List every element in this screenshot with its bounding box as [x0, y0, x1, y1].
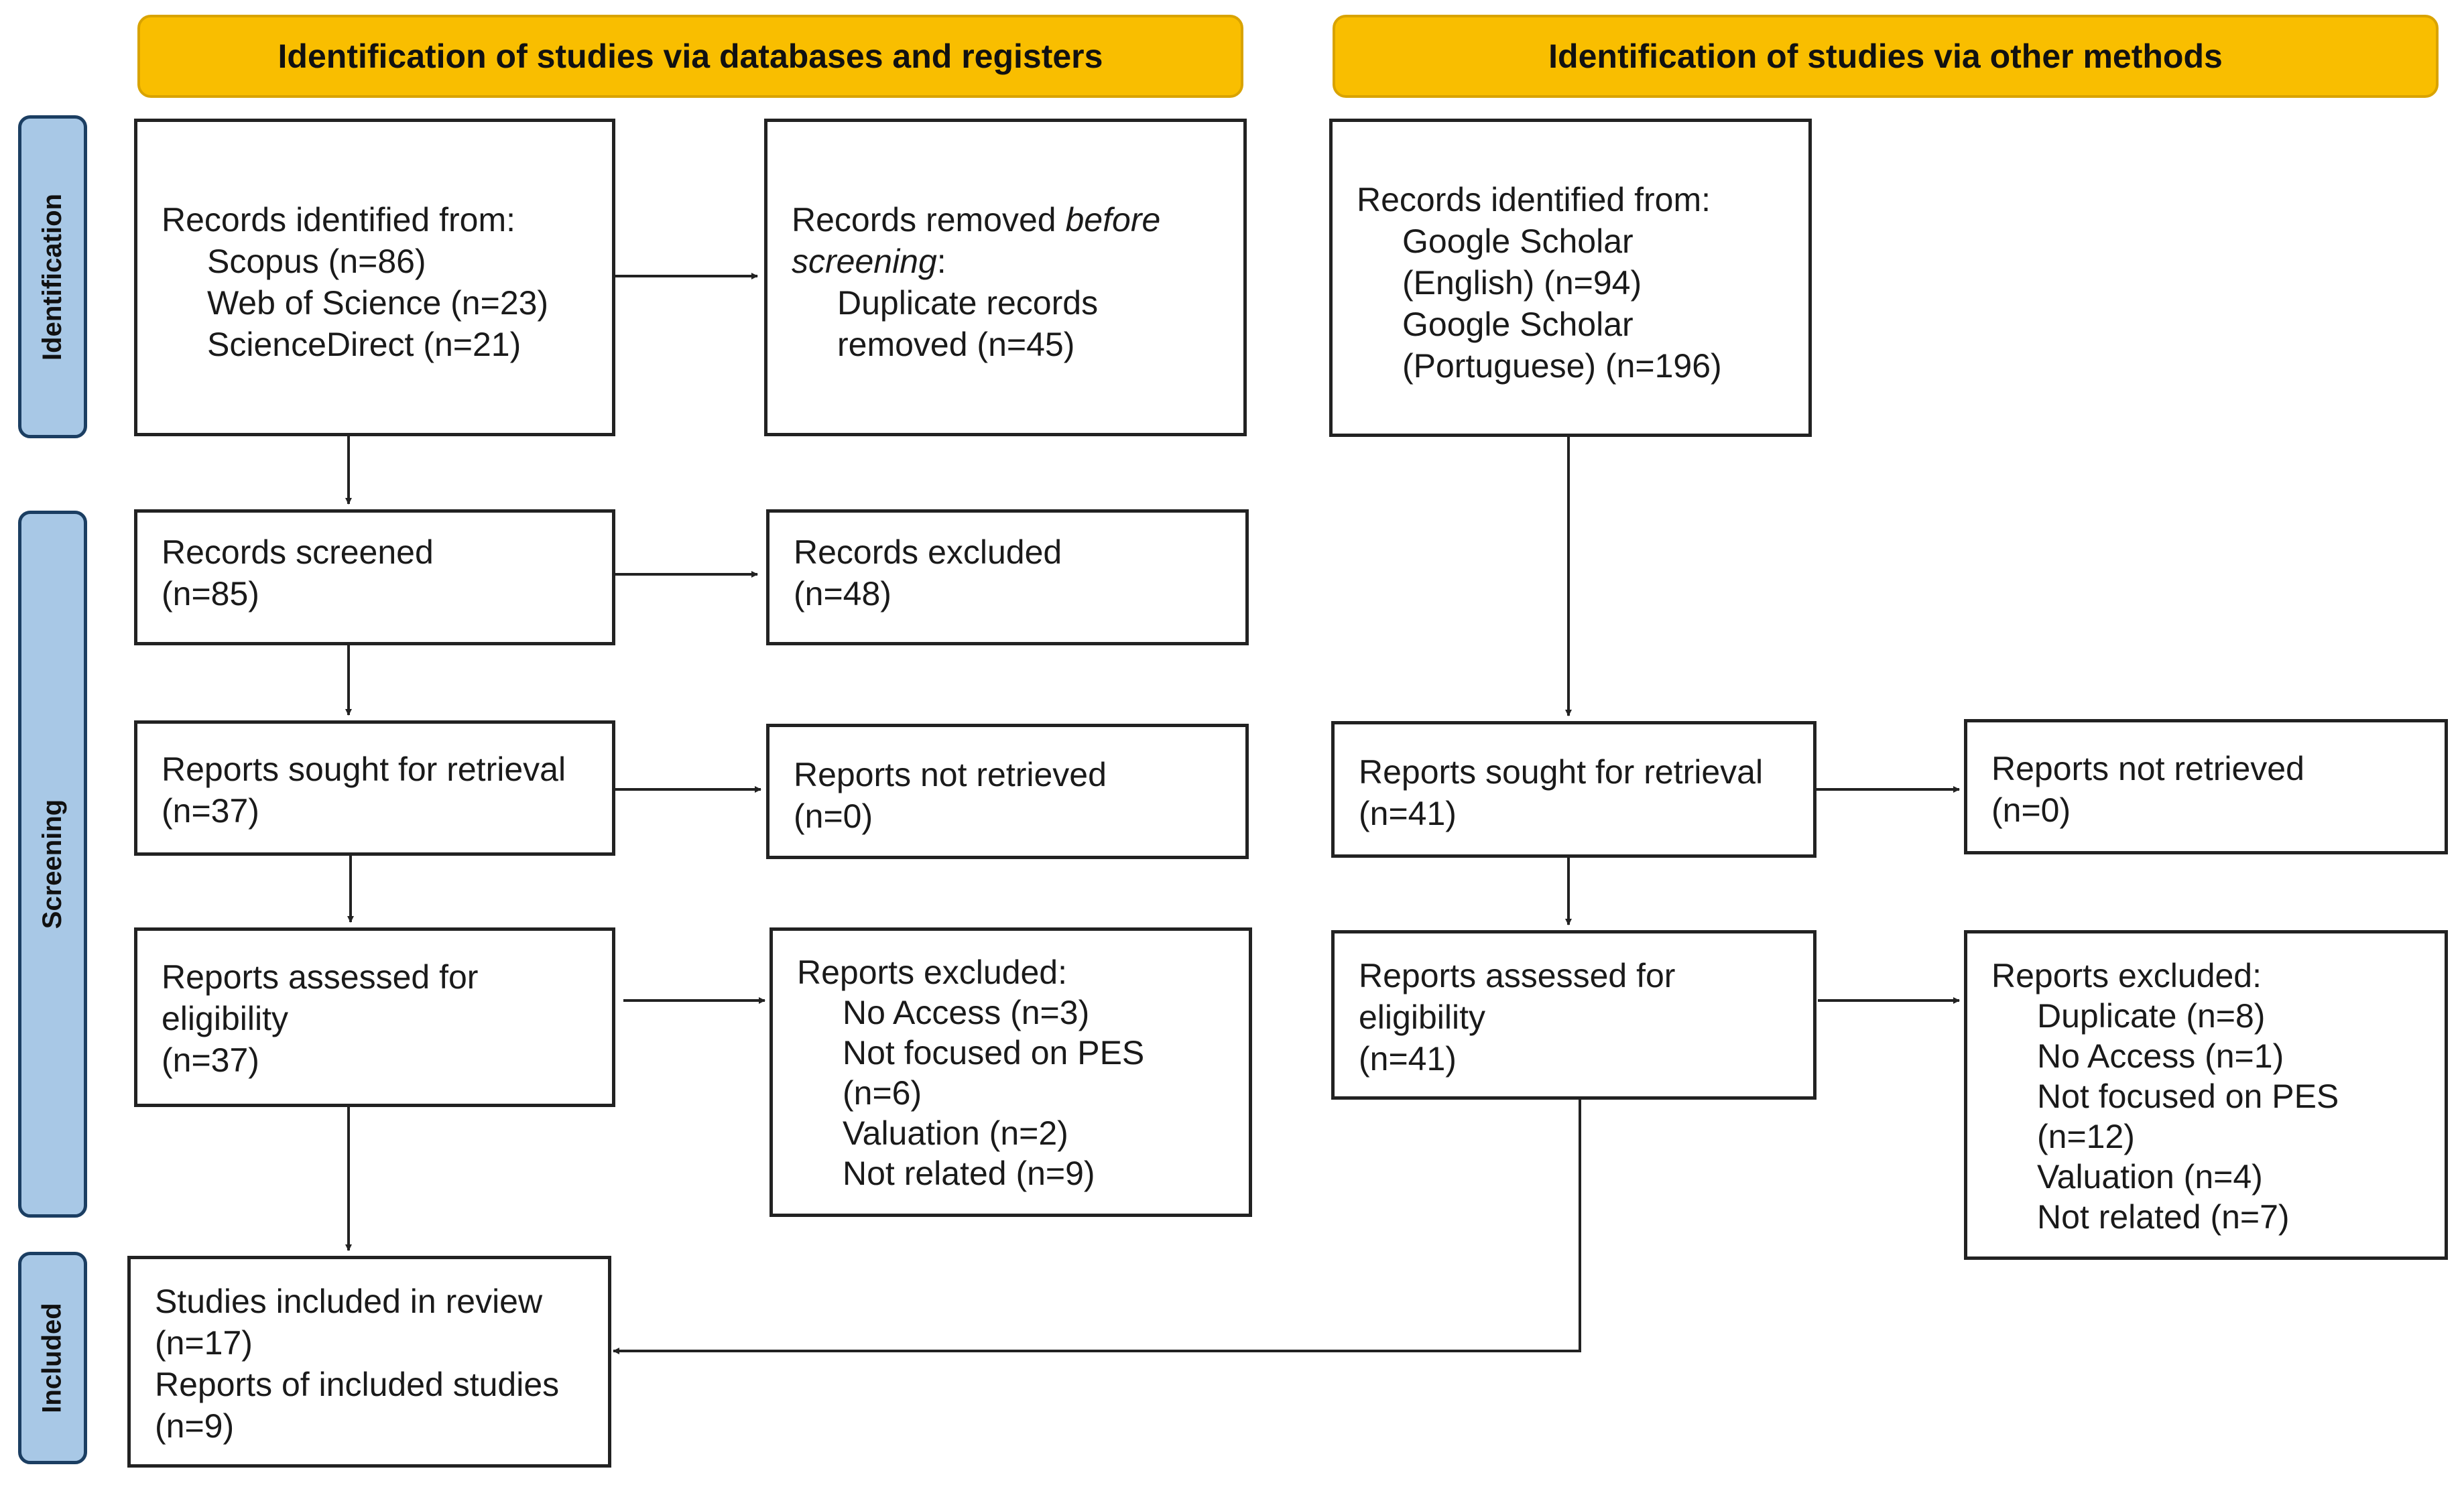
other-reports-assessed-line2: eligibility	[1359, 998, 1485, 1036]
excluded-valuation: Valuation (n=2)	[843, 1114, 1068, 1152]
other-reports-sought-title: Reports sought for retrieval	[1359, 753, 1764, 791]
reports-included-count: (n=9)	[155, 1407, 235, 1445]
reports-not-retrieved-box: Reports not retrieved (n=0)	[766, 724, 1249, 859]
records-identified-box: Records identified from: Scopus (n=86) W…	[134, 119, 615, 436]
phase-screening: Screening	[18, 511, 87, 1218]
arrow-other-assessed-to-included	[613, 1100, 1581, 1354]
reports-not-retrieved-count: (n=0)	[794, 797, 873, 835]
other-reports-assessed-count: (n=41)	[1359, 1040, 1457, 1078]
records-excluded-title: Records excluded	[794, 533, 1062, 571]
other-reports-sought-box: Reports sought for retrieval (n=41)	[1331, 721, 1816, 858]
banner-other-methods-label: Identification of studies via other meth…	[1548, 38, 2223, 75]
duplicate-records-line2: removed (n=45)	[837, 326, 1075, 363]
reports-assessed-line2: eligibility	[162, 1000, 288, 1037]
included-box: Studies included in review (n=17) Report…	[127, 1256, 611, 1468]
other-reports-assessed-box: Reports assessed for eligibility (n=41)	[1331, 930, 1816, 1100]
records-identified-heading: Records identified from:	[162, 201, 516, 239]
banner-other-methods: Identification of studies via other meth…	[1333, 15, 2439, 98]
reports-sought-box: Reports sought for retrieval (n=37)	[134, 720, 615, 856]
other-excluded-duplicate: Duplicate (n=8)	[2037, 997, 2266, 1035]
reports-assessed-line1: Reports assessed for	[162, 958, 479, 996]
excluded-not-related: Not related (n=9)	[843, 1155, 1095, 1192]
phase-identification: Identification	[18, 115, 87, 438]
other-reports-not-retrieved-title: Reports not retrieved	[1991, 750, 2304, 787]
reports-excluded-heading: Reports excluded:	[797, 954, 1068, 991]
other-excluded-not-focused-count: (n=12)	[2037, 1118, 2135, 1155]
records-removed-box: Records removed before screening: Duplic…	[764, 119, 1247, 436]
reports-sought-count: (n=37)	[162, 792, 259, 830]
other-reports-excluded-heading: Reports excluded:	[1991, 957, 2262, 994]
records-screened-title: Records screened	[162, 533, 434, 571]
records-excluded-count: (n=48)	[794, 575, 891, 612]
records-removed-heading: Records removed before	[792, 201, 1161, 239]
excluded-not-focused-count: (n=6)	[843, 1074, 922, 1112]
records-screened-box: Records screened (n=85)	[134, 509, 615, 645]
other-excluded-valuation: Valuation (n=4)	[2037, 1158, 2263, 1196]
duplicate-records-line1: Duplicate records	[837, 284, 1099, 322]
other-reports-sought-count: (n=41)	[1359, 795, 1457, 832]
reports-assessed-count: (n=37)	[162, 1041, 259, 1079]
banner-databases-label: Identification of studies via databases …	[278, 38, 1103, 75]
reports-assessed-box: Reports assessed for eligibility (n=37)	[134, 927, 615, 1107]
other-records-identified-box: Records identified from: Google Scholar …	[1329, 119, 1812, 437]
reports-sought-title: Reports sought for retrieval	[162, 751, 566, 788]
source-google-scholar-en-count: (English) (n=94)	[1402, 264, 1642, 302]
studies-included-count: (n=17)	[155, 1324, 253, 1362]
source-google-scholar-pt-count: (Portuguese) (n=196)	[1402, 347, 1722, 385]
other-excluded-not-focused: Not focused on PES	[2037, 1078, 2339, 1115]
source-scopus: Scopus (n=86)	[207, 243, 426, 280]
excluded-no-access: No Access (n=3)	[843, 994, 1090, 1031]
phase-included: Included	[18, 1252, 87, 1464]
records-removed-heading-2: screening:	[792, 243, 946, 280]
studies-included-title: Studies included in review	[155, 1283, 543, 1320]
banner-databases: Identification of studies via databases …	[137, 15, 1243, 98]
other-reports-not-retrieved-box: Reports not retrieved (n=0)	[1964, 719, 2448, 854]
records-excluded-box: Records excluded (n=48)	[766, 509, 1249, 645]
source-google-scholar-pt: Google Scholar	[1402, 306, 1634, 343]
other-reports-excluded-box: Reports excluded: Duplicate (n=8) No Acc…	[1964, 930, 2448, 1260]
reports-included-title: Reports of included studies	[155, 1366, 560, 1403]
source-google-scholar-en: Google Scholar	[1402, 222, 1634, 260]
records-screened-count: (n=85)	[162, 575, 259, 612]
excluded-not-focused: Not focused on PES	[843, 1034, 1145, 1072]
other-records-identified-heading: Records identified from:	[1357, 181, 1711, 218]
other-reports-not-retrieved-count: (n=0)	[1991, 791, 2071, 829]
reports-not-retrieved-title: Reports not retrieved	[794, 756, 1107, 793]
source-web-of-science: Web of Science (n=23)	[207, 284, 549, 322]
other-excluded-no-access: No Access (n=1)	[2037, 1037, 2284, 1075]
other-reports-assessed-line1: Reports assessed for	[1359, 957, 1676, 994]
other-excluded-not-related: Not related (n=7)	[2037, 1198, 2290, 1236]
source-sciencedirect: ScienceDirect (n=21)	[207, 326, 521, 363]
reports-excluded-box: Reports excluded: No Access (n=3) Not fo…	[769, 927, 1252, 1217]
